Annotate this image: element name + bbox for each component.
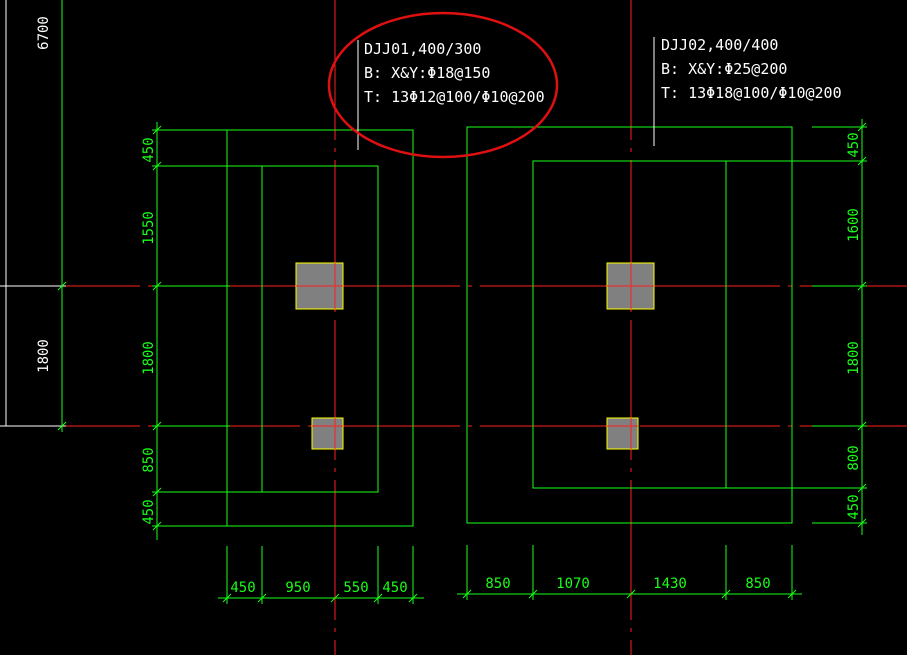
footing-1-bottom-rebar: B: X&Y:Φ18@150	[364, 64, 490, 82]
highlight-circle	[327, 11, 559, 159]
footing-1-outline[interactable]	[226, 129, 414, 527]
footing-2-vertical-dim-text: 450 1600 1800 800 450	[846, 132, 862, 519]
dim-f1-v-3: 1800	[141, 341, 157, 375]
footing-2-label[interactable]: DJJ02,400/400 B: X&Y:Φ25@200 T: 13Φ18@10…	[661, 36, 842, 102]
footing-1-horizontal-dim-text: 450 950 550 450	[230, 580, 407, 596]
column-f1-bottom[interactable]	[311, 417, 344, 450]
dim-f2-v-3: 1800	[846, 341, 862, 375]
dim-f1-h-3: 550	[343, 580, 368, 596]
dim-f1-v-2: 1550	[141, 211, 157, 245]
columns	[295, 262, 655, 450]
dim-f2-h-2: 1070	[556, 576, 590, 592]
dim-f1-h-4: 450	[382, 580, 407, 596]
left-overall-dimension-green	[57, 0, 67, 432]
footing-1-vertical-dim-text: 450 1550 1800 850 450	[141, 137, 157, 524]
footing-1-name: DJJ01,400/300	[364, 40, 481, 58]
footing-2-bottom-rebar: B: X&Y:Φ25@200	[661, 60, 787, 78]
footing-2-name: DJJ02,400/400	[661, 36, 778, 54]
footing-1-horizontal-dimensions	[218, 546, 424, 604]
dim-f1-v-1: 450	[141, 137, 157, 162]
dim-f2-h-1: 850	[485, 576, 510, 592]
dim-left-1800: 1800	[36, 339, 52, 373]
footing-2-top-rebar: T: 13Φ18@100/Φ10@200	[661, 84, 842, 102]
footing-1-inner	[261, 165, 379, 493]
axis-overlay	[296, 263, 654, 449]
footing-2-horizontal-dimensions	[457, 545, 802, 600]
dim-f2-v-1: 450	[846, 132, 862, 157]
footing-1-outer	[226, 129, 414, 527]
dim-left-6700: 6700	[36, 16, 52, 50]
footing-2-outline[interactable]	[466, 126, 793, 524]
left-overall-dimension	[0, 0, 66, 427]
dim-f2-v-5: 450	[846, 494, 862, 519]
footing-1-vertical-dimensions	[152, 122, 262, 540]
column-f2-bottom[interactable]	[606, 417, 639, 450]
footing-2-vertical-dimensions	[726, 119, 867, 535]
dim-f2-v-2: 1600	[846, 208, 862, 242]
dim-f1-h-1: 450	[230, 580, 255, 596]
dim-f1-v-4: 850	[141, 447, 157, 472]
dim-f1-v-5: 450	[141, 499, 157, 524]
footing-1-label[interactable]: DJJ01,400/300 B: X&Y:Φ18@150 T: 13Φ12@10…	[364, 40, 545, 106]
footing-1-top-rebar: T: 13Φ12@100/Φ10@200	[364, 88, 545, 106]
footing-2-horizontal-dim-text: 850 1070 1430 850	[485, 576, 770, 592]
dim-f2-h-3: 1430	[653, 576, 687, 592]
footing-2-outer	[466, 126, 793, 524]
dim-f2-v-4: 800	[846, 445, 862, 470]
dim-f1-h-2: 950	[285, 580, 310, 596]
dim-f2-h-4: 850	[745, 576, 770, 592]
footing-2-inner	[532, 160, 727, 489]
